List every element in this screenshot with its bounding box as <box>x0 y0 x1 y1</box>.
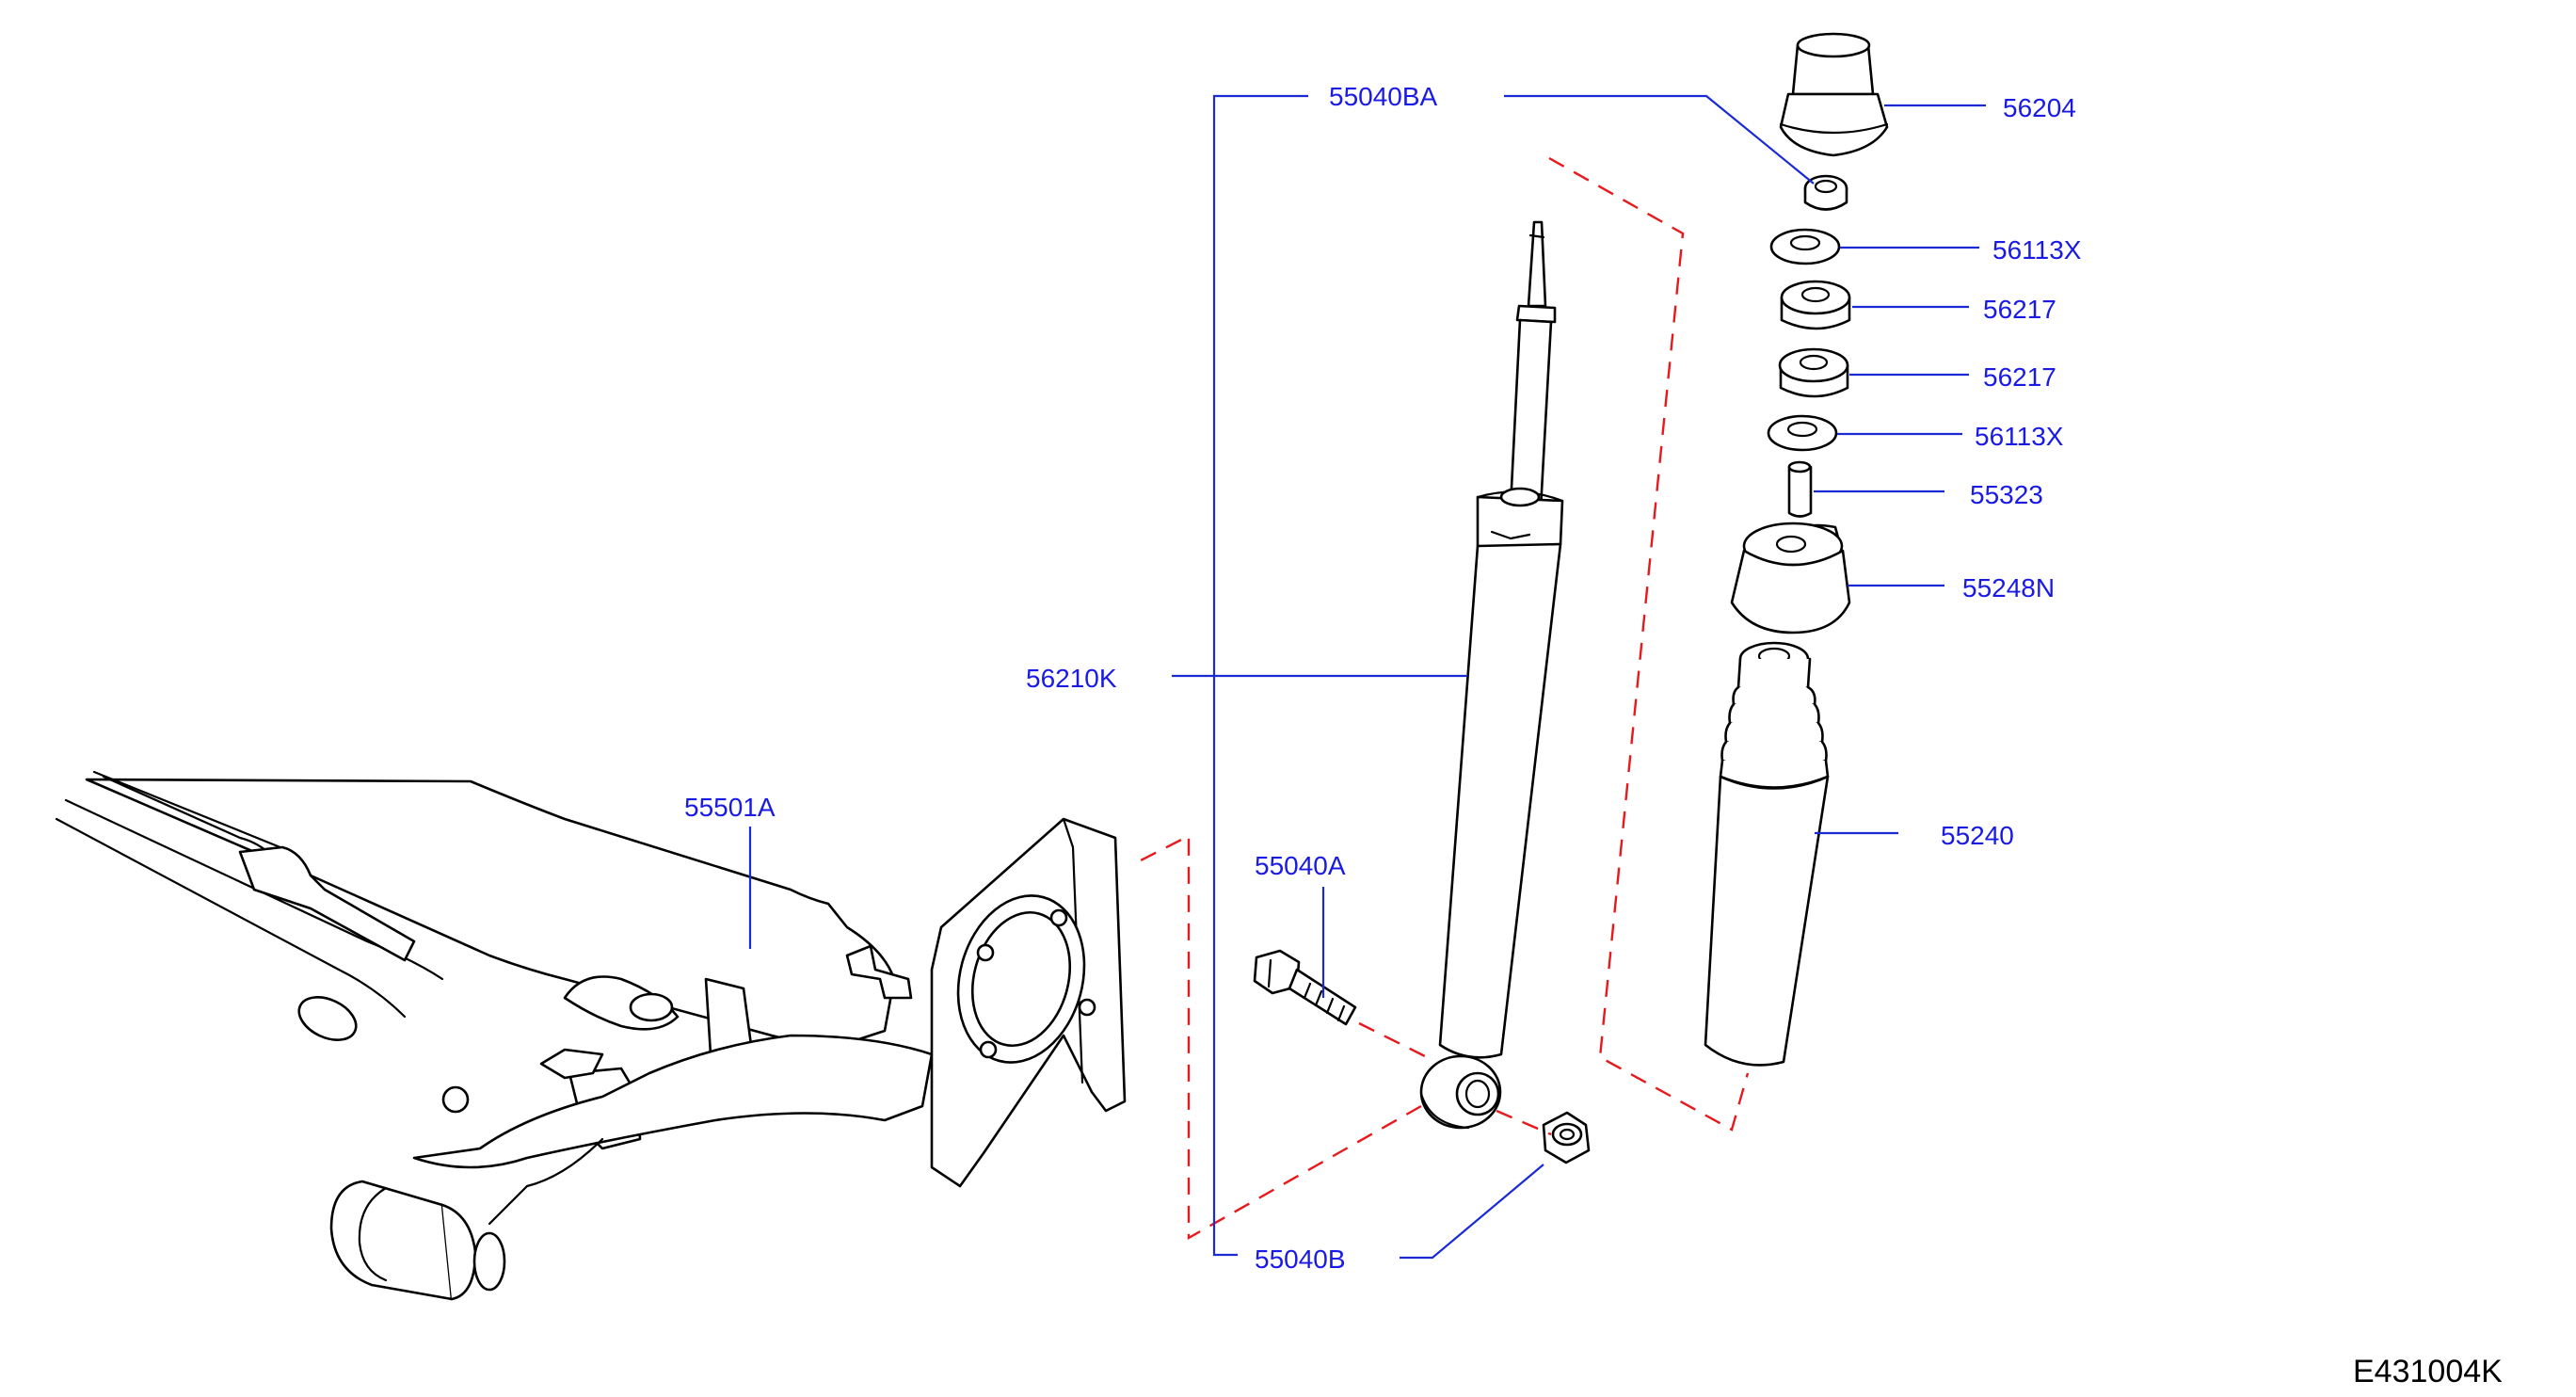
assembly-guides <box>1138 156 1750 1241</box>
callout-56113x-top: 56113X <box>1992 235 2082 265</box>
washer-56113x-bottom <box>1767 414 1838 452</box>
washer-56113x-top <box>1769 228 1841 265</box>
callout-56210k: 56210K <box>1026 664 1117 693</box>
dust-boot-55240 <box>1704 641 1830 1067</box>
seat-55248n <box>1730 522 1851 634</box>
bushing-56217-bottom <box>1778 347 1849 398</box>
callout-55040b: 55040B <box>1255 1244 1346 1274</box>
upper-mount-stack <box>1704 32 1889 1067</box>
figure-code: E431004K <box>2353 1354 2503 1389</box>
callout-labels: 55040BA 56204 56113X 56217 56217 56113X … <box>684 82 2082 1274</box>
callout-55323: 55323 <box>1970 480 2043 509</box>
callout-56217-bottom: 56217 <box>1983 362 2056 392</box>
callout-55040a: 55040A <box>1255 851 1346 880</box>
spacer-55323 <box>1787 460 1813 518</box>
mount-cap-56204 <box>1779 32 1889 157</box>
callout-55240: 55240 <box>1941 821 2014 850</box>
callout-55248n: 55248N <box>1962 573 2055 602</box>
callout-55501a: 55501A <box>684 793 776 822</box>
rear-axle-beam <box>55 770 1127 1301</box>
bolt-55040a <box>1253 949 1357 1026</box>
top-nut <box>1803 174 1848 211</box>
callout-56204: 56204 <box>2003 93 2076 122</box>
bushing-56217-top <box>1780 280 1851 330</box>
callout-55040ba: 55040BA <box>1329 82 1438 111</box>
nut-55040b <box>1542 1111 1591 1164</box>
callout-56113x-bottom: 56113X <box>1975 422 2064 451</box>
callout-56217-top: 56217 <box>1983 295 2056 324</box>
leader-lines <box>748 94 1986 1260</box>
shock-absorber <box>1419 220 1564 1130</box>
